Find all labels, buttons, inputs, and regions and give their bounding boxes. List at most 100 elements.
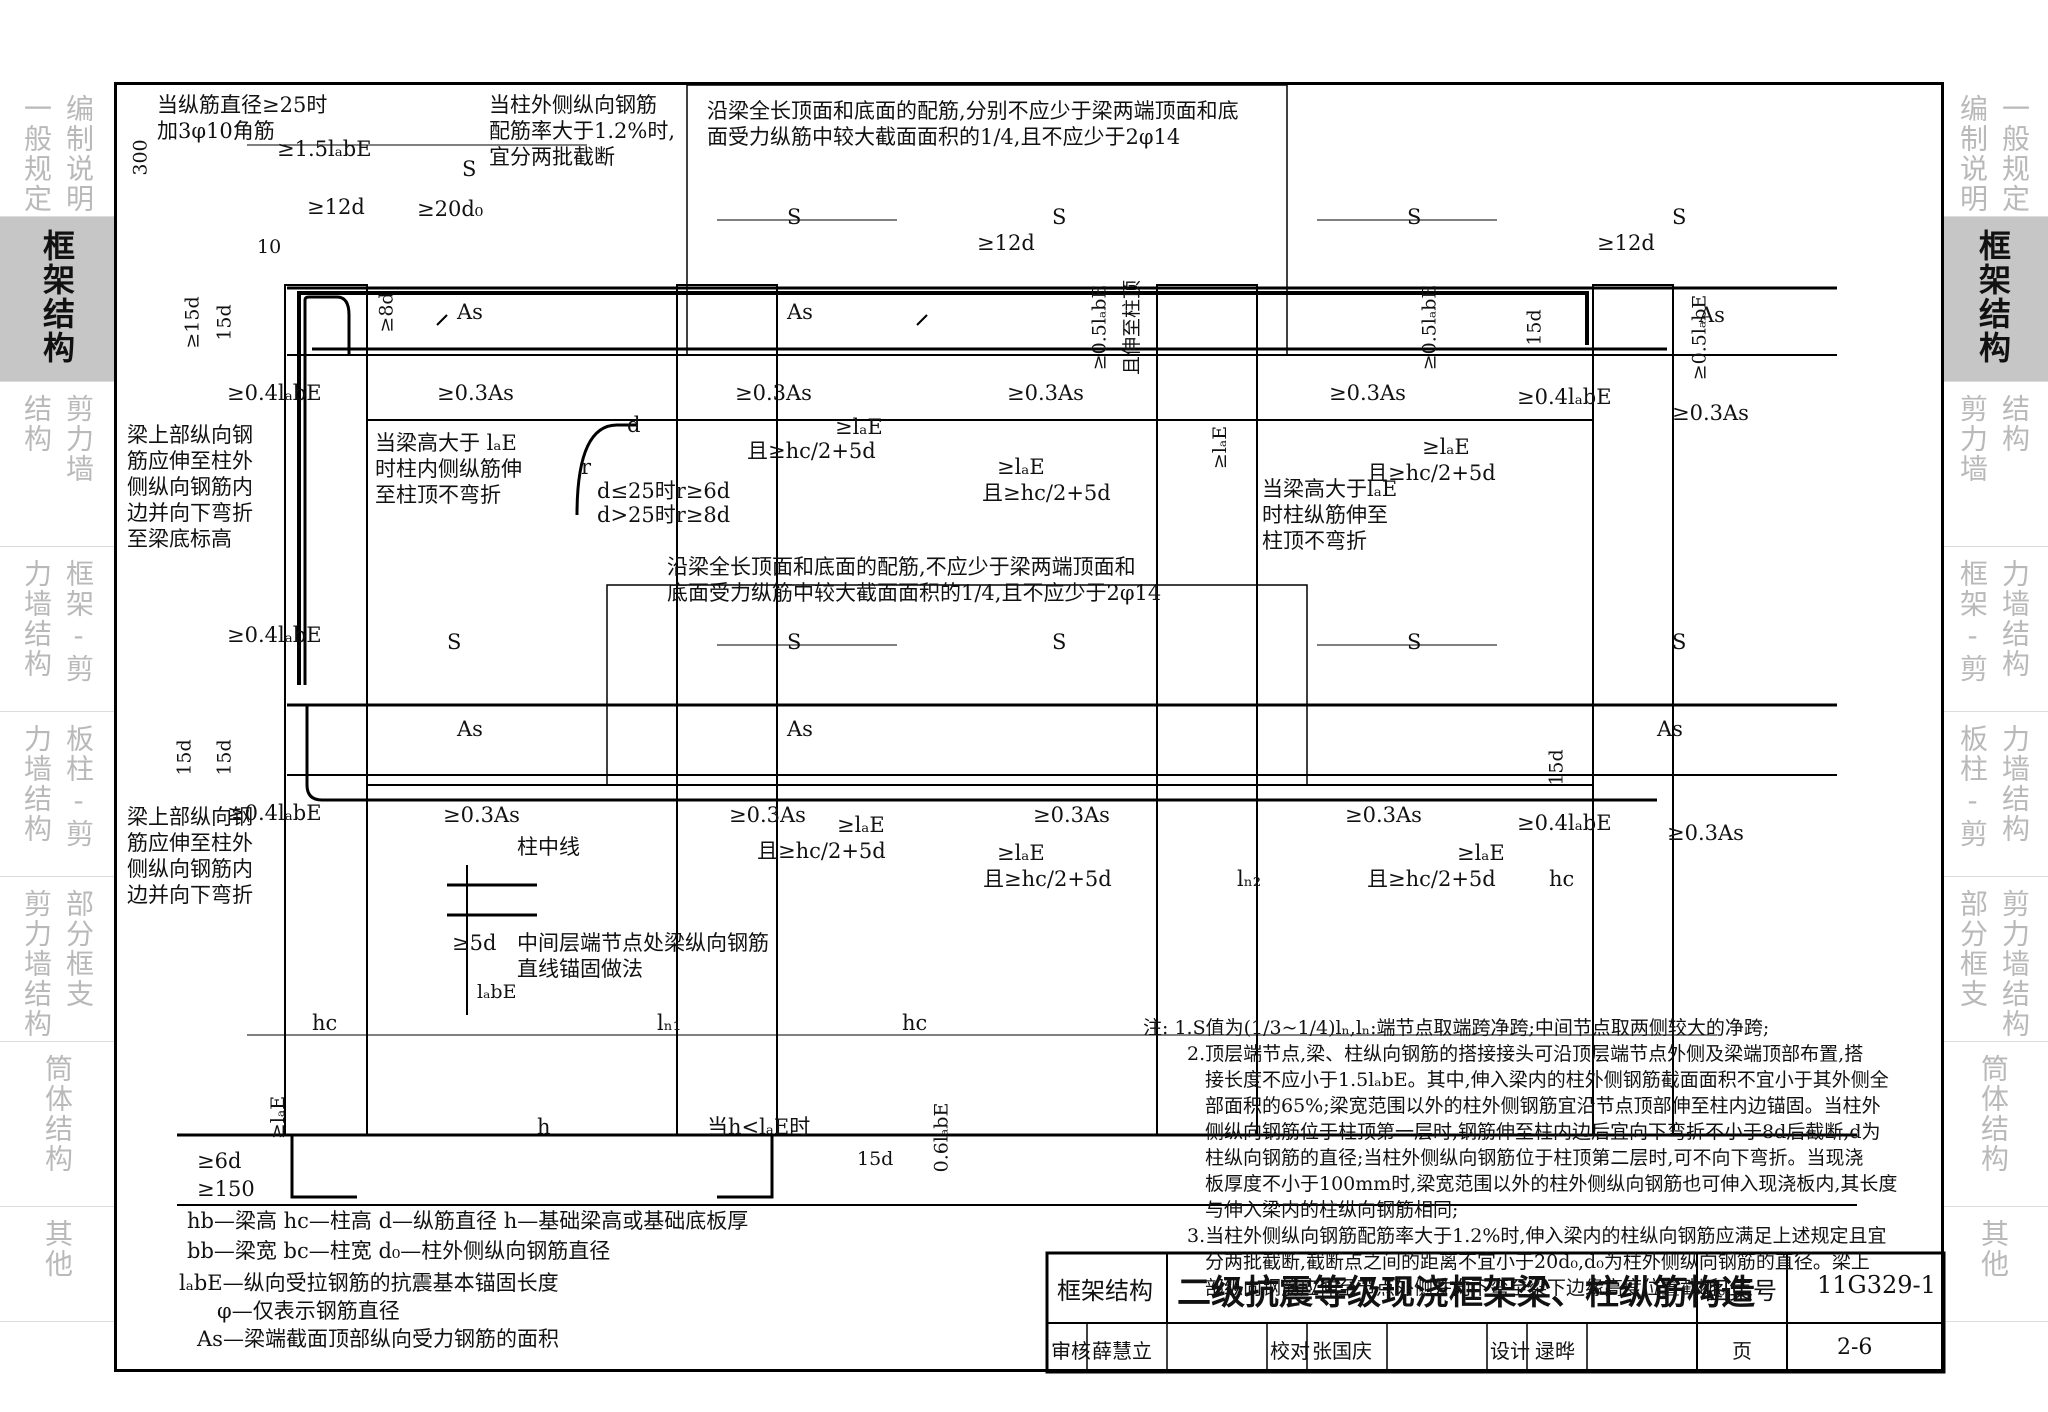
dim-ms-e: S <box>1672 630 1687 654</box>
mdim-03as-b: ≥0.3As <box>729 803 806 827</box>
note-line: 侧纵向钢筋位于柱顶第一层时,钢筋伸至柱内边后宜向下弯折不小于8d后截断,d为 <box>1205 1121 1881 1143</box>
bend-detail-rebar <box>575 423 637 516</box>
note-col-ratio-3: 宜分两批截断 <box>489 145 615 169</box>
dim-04labe-e: ≥0.4lₐbE <box>1517 811 1612 835</box>
mdim-03as-d: ≥0.3As <box>1345 803 1422 827</box>
section-tab[interactable]: 剪力墙结构 <box>1936 382 2048 547</box>
label-as-c: As <box>1699 303 1725 327</box>
note-top-left-1: 当纵筋直径≥25时 <box>157 93 328 117</box>
dim-03as-c: ≥0.3As <box>1007 381 1084 405</box>
section-tab-label: 剪力墙 <box>1956 394 1989 484</box>
title-block-atlas-no: 11G329-1 <box>1817 1271 1936 1299</box>
section-tab[interactable]: 筒体结构 <box>1936 1042 2048 1207</box>
section-tab-label: 剪力墙结构 <box>1998 889 2031 1039</box>
dim-04labe-b: ≥0.4lₐbE <box>1517 385 1612 409</box>
section-tab[interactable]: 框架-剪力墙结构 <box>1936 547 2048 712</box>
dim-lae-d: ≥lₐE <box>1422 435 1470 459</box>
label-ln1: lₙ₁ <box>657 1011 682 1035</box>
dim-05labe-a: ≥0.5lₐbE <box>1088 284 1111 371</box>
dim-ms-c: S <box>1052 630 1067 654</box>
dim-15d-d: 15d <box>173 739 196 776</box>
dim-lae-vert: ≥lₐE <box>267 1095 290 1140</box>
section-tab-label: 部分框支 <box>1956 889 1989 1009</box>
note-mid-beam-2: 底面受力纵筋中较大截面面积的1/4,且不应少于2φ14 <box>667 581 1162 605</box>
note-beam-mid-1: 梁上部纵向钢 <box>127 805 253 829</box>
dim-10: 10 <box>257 236 282 258</box>
note-line: 柱纵向钢筋的直径;当柱外侧纵向钢筋位于柱顶第二层时,可不向下弯折。当现浇 <box>1205 1147 1864 1169</box>
title-block-atlas-label: 图集号 <box>1705 1277 1777 1305</box>
note-line: 注: 1.S值为(1/3~1/4)lₙ,lₙ:端节点取端跨净跨;中间节点取两侧较… <box>1143 1017 1770 1039</box>
note-beam-h-5: 时柱纵筋伸至 <box>1262 503 1388 527</box>
section-tab[interactable]: 板柱-剪力墙结构 <box>1936 712 2048 877</box>
section-tab[interactable]: 框架结构 <box>1936 217 2048 382</box>
section-tab[interactable]: 力墙结构框架-剪 <box>0 547 114 712</box>
dim-6d: ≥6d <box>197 1149 242 1173</box>
legend-line-4: φ—仅表示钢筋直径 <box>217 1299 400 1323</box>
title-block-check-label: 校对 <box>1270 1339 1310 1363</box>
mid-note-box <box>606 584 1308 786</box>
section-tab-label: 其他 <box>1977 1219 2010 1279</box>
note-extend-top: 且伸至柱顶 <box>1121 279 1144 376</box>
column-right-outline <box>1592 284 1674 1136</box>
title-block-checker: 张国庆 <box>1312 1339 1372 1363</box>
dim-20d0: ≥20d₀ <box>417 197 484 221</box>
bend-rule-1: d≤25时r≥6d <box>597 479 731 503</box>
section-tab-label: 剪力墙 <box>62 394 95 484</box>
section-tab[interactable]: 编制说明一般规定 <box>1936 82 2048 217</box>
note-beam-mid-4: 边并向下弯折 <box>127 883 253 907</box>
note-beam-h-4: 当梁高大于lₐE <box>1262 477 1398 501</box>
dim-300: 300 <box>129 139 152 176</box>
dim-s-d: S <box>1407 205 1422 229</box>
section-tab-label: 力墙结构 <box>1998 559 2031 679</box>
note-beam-h-6: 柱顶不弯折 <box>1262 529 1367 553</box>
dim-03as-b: ≥0.3As <box>735 381 812 405</box>
dim-15d-b: 15d <box>213 304 236 341</box>
dim-12d-a: ≥12d <box>307 195 365 219</box>
label-hc-left: hc <box>312 1011 338 1035</box>
note-beam-h-2: 时柱内侧纵筋伸 <box>375 457 522 481</box>
title-block-reviewer: 薛慧立 <box>1092 1339 1152 1363</box>
dim-150: ≥150 <box>197 1177 255 1201</box>
section-tab[interactable]: 部分框支剪力墙结构 <box>1936 877 2048 1042</box>
section-tab-label: 力墙结构 <box>1998 724 2031 844</box>
section-tab-label: 结构 <box>1998 394 2031 454</box>
title-block-design-label: 设计 <box>1490 1339 1530 1363</box>
dim-8d: ≥8d <box>375 292 398 333</box>
section-tab[interactable]: 其他 <box>1936 1207 2048 1322</box>
note-top-left-2: 加3φ10角筋 <box>157 119 275 143</box>
section-tab[interactable]: 结构剪力墙 <box>0 382 114 547</box>
dim-hc-c: 且≥hc/2+5d <box>1367 461 1496 485</box>
dim-ms-d: S <box>1407 630 1422 654</box>
note-line: 接长度不应小于1.5lₐbE。其中,伸入梁内的柱外侧钢筋截面面积不宜小于其外侧全 <box>1205 1069 1889 1091</box>
title-block-designer: 逯晔 <box>1535 1339 1575 1363</box>
section-tab-label: 框架结构 <box>1974 229 2012 365</box>
title-block-frame <box>1045 1251 1946 1374</box>
legend-line-3: lₐbE—纵向受拉钢筋的抗震基本锚固长度 <box>179 1271 559 1295</box>
section-tab[interactable]: 剪力墙结构部分框支 <box>0 877 114 1042</box>
note-line: 分两批截断,截断点之间的距离不宜小于20d₀,d₀为柱外侧纵向钢筋的直径。梁上 <box>1205 1251 1870 1273</box>
legend-line-5: As—梁端截面顶部纵向受力钢筋的面积 <box>197 1327 559 1351</box>
section-tab[interactable]: 框架结构 <box>0 217 114 382</box>
label-as-a: As <box>457 300 483 324</box>
mdim-lae-c: ≥lₐE <box>1457 841 1505 865</box>
notes-block: 注: 1.S值为(1/3~1/4)lₙ,lₙ:端节点取端跨净跨;中间节点取两侧较… <box>1143 1015 1973 1301</box>
note-beam-top-1: 梁上部纵向钢 <box>127 423 253 447</box>
section-tab-label: 筒体结构 <box>1977 1054 2010 1174</box>
dim-15d-c: 15d <box>1523 309 1546 346</box>
section-tab[interactable]: 其他 <box>0 1207 114 1322</box>
section-tab[interactable]: 力墙结构板柱-剪 <box>0 712 114 877</box>
label-hc-right: hc <box>1549 867 1575 891</box>
section-tab[interactable]: 筒体结构 <box>0 1042 114 1207</box>
mdim-hc-c: 且≥hc/2+5d <box>1367 867 1496 891</box>
dim-15d-a: ≥15d <box>181 296 204 349</box>
note-beam-mid-2: 筋应伸至柱外 <box>127 831 253 855</box>
section-tab[interactable]: 一般规定编制说明 <box>0 82 114 217</box>
mdim-lae-a: ≥lₐE <box>837 813 885 837</box>
note-col-ratio-2: 配筋率大于1.2%时, <box>489 119 676 143</box>
section-tab-label: 筒体结构 <box>41 1054 74 1174</box>
legend-line-1: hb—梁高 hc—柱高 d—纵筋直径 h—基础梁高或基础底板厚 <box>187 1209 749 1233</box>
note-line: 部纵向钢筋应伸至节点外侧并向下弯至梁下边缘高度位置截断。 <box>1205 1277 1738 1299</box>
label-ln2: lₙ₂ <box>1237 867 1262 891</box>
dim-5d: ≥5d <box>452 931 497 955</box>
section-tab-label: 框架-剪 <box>1956 559 1989 684</box>
